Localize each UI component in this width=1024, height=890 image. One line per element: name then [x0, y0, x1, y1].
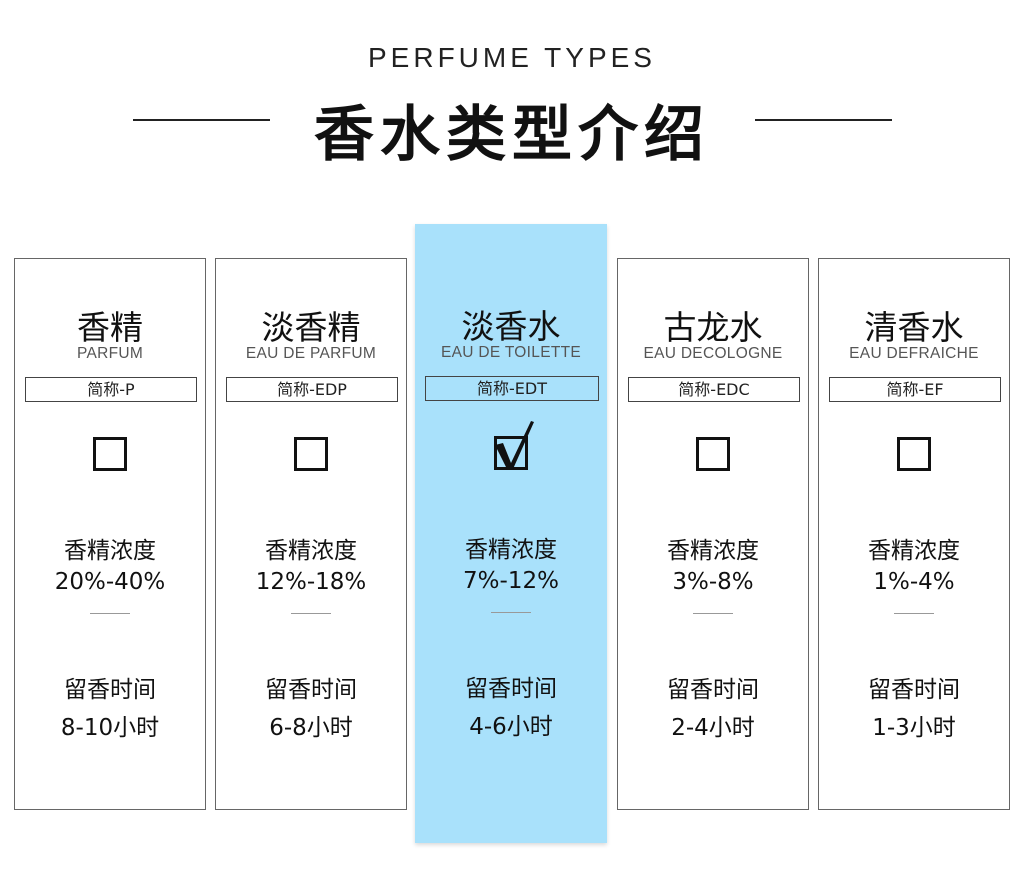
card-name: 清香水 — [864, 308, 964, 347]
duration-value: 6-8小时 — [269, 715, 353, 741]
duration-value: 8-10小时 — [60, 715, 160, 741]
duration-label: 留香时间 — [265, 677, 357, 703]
concentration-label: 香精浓度 — [667, 538, 759, 564]
concentration-label: 香精浓度 — [868, 538, 960, 564]
card-english-name: EAU DE TOILETTE — [440, 344, 582, 361]
concentration-value: 7%-12% — [463, 568, 559, 594]
checkbox[interactable] — [93, 437, 127, 471]
card-abbreviation: 简称-P — [25, 377, 197, 402]
concentration-value: 3%-8% — [672, 569, 754, 595]
checkbox[interactable] — [897, 437, 931, 471]
concentration-value: 20%-40% — [54, 569, 166, 595]
checkbox[interactable] — [294, 437, 328, 471]
duration-value: 1-3小时 — [872, 715, 956, 741]
duration-value: 4-6小时 — [469, 714, 553, 740]
title-line-left — [133, 119, 270, 121]
card-name: 淡香水 — [461, 307, 561, 346]
concentration-value: 12%-18% — [255, 569, 367, 595]
perfume-card: 淡香精 EAU DE PARFUM 简称-EDP 香精浓度 12%-18% 留香… — [215, 258, 407, 810]
card-english-name: EAU DE PARFUM — [245, 345, 377, 362]
card-english-name: EAU DECOLOGNE — [643, 345, 783, 362]
card-name: 淡香精 — [261, 308, 361, 347]
card-abbreviation: 简称-EDC — [628, 377, 800, 402]
checked-checkbox[interactable] — [494, 421, 534, 470]
concentration-label: 香精浓度 — [465, 537, 557, 563]
subtitle-english: PERFUME TYPES — [368, 42, 656, 73]
perfume-card: 香精 PARFUM 简称-P 香精浓度 20%-40% 留香时间 8-10小时 — [14, 258, 206, 810]
duration-label: 留香时间 — [667, 677, 759, 703]
divider — [894, 613, 934, 614]
card-name: 古龙水 — [663, 308, 763, 347]
page-title: 香水类型介绍 — [314, 100, 710, 170]
card-abbreviation: 简称-EF — [829, 377, 1001, 402]
card-english-name: PARFUM — [76, 345, 144, 362]
concentration-value: 1%-4% — [873, 569, 955, 595]
divider — [693, 613, 733, 614]
divider — [291, 613, 331, 614]
perfume-card: 清香水 EAU DEFRAICHE 简称-EF 香精浓度 1%-4% 留香时间 … — [818, 258, 1010, 810]
divider — [491, 612, 531, 613]
divider — [90, 613, 130, 614]
concentration-label: 香精浓度 — [265, 538, 357, 564]
perfume-card: 淡香水 EAU DE TOILETTE 简称-EDT 香精浓度 7%-12% 留… — [415, 224, 607, 843]
duration-label: 留香时间 — [64, 677, 156, 703]
card-abbreviation: 简称-EDT — [425, 376, 599, 401]
checkmark-icon — [495, 421, 534, 469]
card-name: 香精 — [77, 308, 143, 347]
title-line-right — [755, 119, 892, 121]
perfume-card: 古龙水 EAU DECOLOGNE 简称-EDC 香精浓度 3%-8% 留香时间… — [617, 258, 809, 810]
concentration-label: 香精浓度 — [64, 538, 156, 564]
duration-value: 2-4小时 — [671, 715, 755, 741]
card-abbreviation: 简称-EDP — [226, 377, 398, 402]
duration-label: 留香时间 — [465, 676, 557, 702]
checkbox[interactable] — [696, 437, 730, 471]
duration-label: 留香时间 — [868, 677, 960, 703]
card-english-name: EAU DEFRAICHE — [849, 345, 979, 362]
